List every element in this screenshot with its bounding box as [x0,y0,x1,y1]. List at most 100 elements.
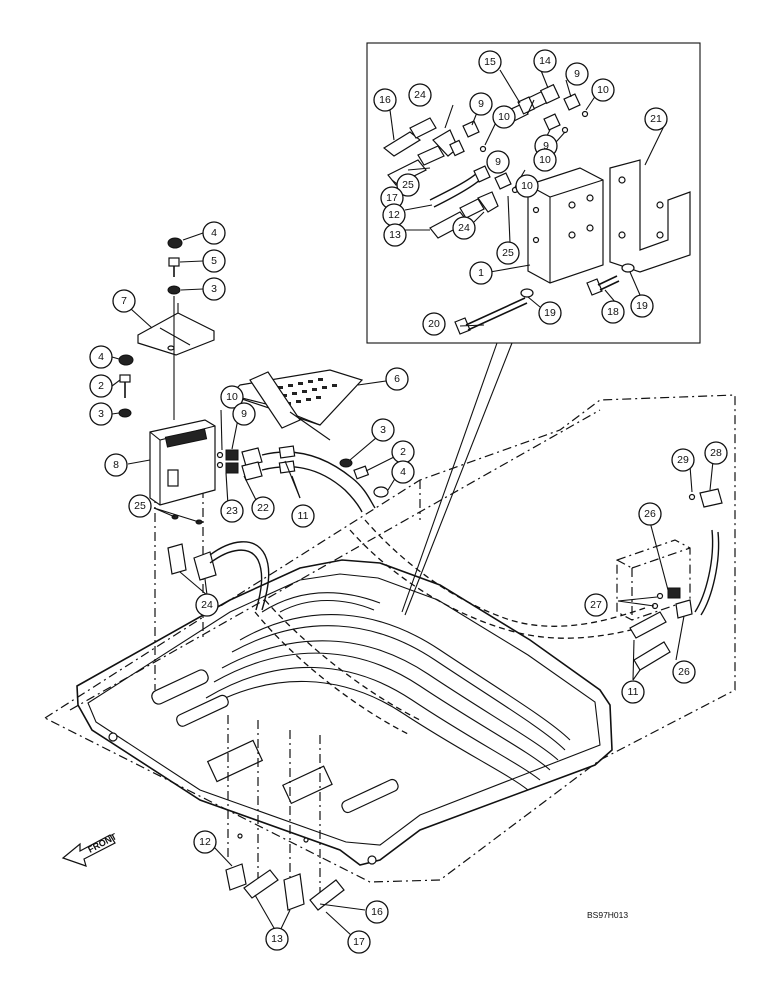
callout-13: 13 [265,927,289,951]
callout-25: 25 [396,173,420,197]
svg-text:23: 23 [226,505,238,517]
callout-9: 9 [486,150,510,174]
callouts: 15 14 9 10 21 9 10 24 16 9 10 9 10 25 17… [89,49,728,954]
svg-text:17: 17 [353,936,365,948]
pedal [228,369,389,498]
svg-text:4: 4 [211,227,217,239]
callout-25: 25 [496,241,520,265]
callout-9: 9 [565,62,589,86]
callout-22: 22 [251,496,275,520]
callout-2: 2 [391,440,415,464]
washer [621,263,635,273]
svg-text:26: 26 [644,508,656,520]
callout-18: 18 [601,300,625,324]
svg-text:10: 10 [498,111,510,123]
svg-text:1: 1 [478,267,484,279]
callout-16: 16 [373,88,397,112]
callout-24: 24 [452,216,476,240]
floor-plate [44,394,736,883]
bottom-fittings [225,715,345,911]
callout-21: 21 [644,107,668,131]
callout-19: 19 [538,301,562,325]
callout-11: 11 [621,680,645,704]
callout-19: 19 [630,294,654,318]
svg-text:12: 12 [199,836,211,848]
callout-10: 10 [220,385,244,409]
callout-10: 10 [591,78,615,102]
svg-text:26: 26 [678,666,690,678]
svg-text:4: 4 [98,351,104,363]
callout-26: 26 [672,660,696,684]
svg-text:28: 28 [710,447,722,459]
detail-inset [366,42,701,616]
svg-text:2: 2 [98,380,104,392]
svg-text:22: 22 [257,502,269,514]
callout-24: 24 [408,83,432,107]
callout-26: 26 [638,502,662,526]
callout-24: 24 [195,593,219,617]
callout-10: 10 [492,105,516,129]
svg-text:15: 15 [484,56,496,68]
callout-15: 15 [478,50,502,74]
svg-text:24: 24 [458,222,470,234]
svg-text:10: 10 [521,180,533,192]
svg-text:27: 27 [590,599,602,611]
svg-text:5: 5 [211,255,217,267]
callout-9: 9 [232,402,256,426]
svg-text:6: 6 [394,373,400,385]
callout-12: 12 [193,830,217,854]
callout-11: 11 [291,504,315,528]
svg-text:24: 24 [201,599,213,611]
svg-text:11: 11 [298,510,309,522]
svg-text:21: 21 [650,113,662,125]
callout-4: 4 [391,460,415,484]
svg-text:10: 10 [226,391,238,403]
callout-17: 17 [347,930,371,954]
svg-text:10: 10 [597,84,609,96]
callout-2: 2 [89,374,113,398]
short-bolt [586,275,620,296]
callout-16: 16 [365,900,389,924]
svg-text:25: 25 [402,179,414,191]
figure-code: BS97H013 [587,910,628,920]
callout-3: 3 [371,418,395,442]
svg-text:12: 12 [388,209,400,221]
callout-8: 8 [104,453,128,477]
svg-text:16: 16 [371,906,383,918]
right-fittings [629,488,723,671]
callout-10: 10 [515,174,539,198]
svg-text:24: 24 [414,89,426,101]
svg-text:17: 17 [386,192,398,204]
svg-text:9: 9 [478,98,484,110]
callout-12: 12 [382,203,406,227]
front-arrow-icon: FRONT [61,831,119,867]
mounting-bracket [609,159,691,273]
svg-text:11: 11 [628,686,639,698]
svg-text:3: 3 [98,408,104,420]
valve-block [527,167,604,284]
svg-text:9: 9 [574,68,580,80]
callout-4: 4 [202,221,226,245]
callout-10: 10 [533,148,557,172]
callout-25: 25 [128,494,152,518]
svg-text:7: 7 [121,295,127,307]
svg-text:9: 9 [241,408,247,420]
svg-text:29: 29 [677,454,689,466]
svg-text:10: 10 [539,154,551,166]
svg-text:14: 14 [539,55,551,67]
callout-4: 4 [89,345,113,369]
callout-3: 3 [89,402,113,426]
svg-text:4: 4 [400,466,406,478]
svg-text:9: 9 [543,140,549,152]
svg-text:13: 13 [389,229,401,241]
svg-text:25: 25 [134,500,146,512]
svg-text:19: 19 [636,300,648,312]
callout-7: 7 [112,289,136,313]
svg-text:13: 13 [271,933,283,945]
callout-5: 5 [202,249,226,273]
switch-assembly [118,237,376,690]
svg-text:9: 9 [495,156,501,168]
callout-28: 28 [704,441,728,465]
svg-text:8: 8 [113,459,119,471]
